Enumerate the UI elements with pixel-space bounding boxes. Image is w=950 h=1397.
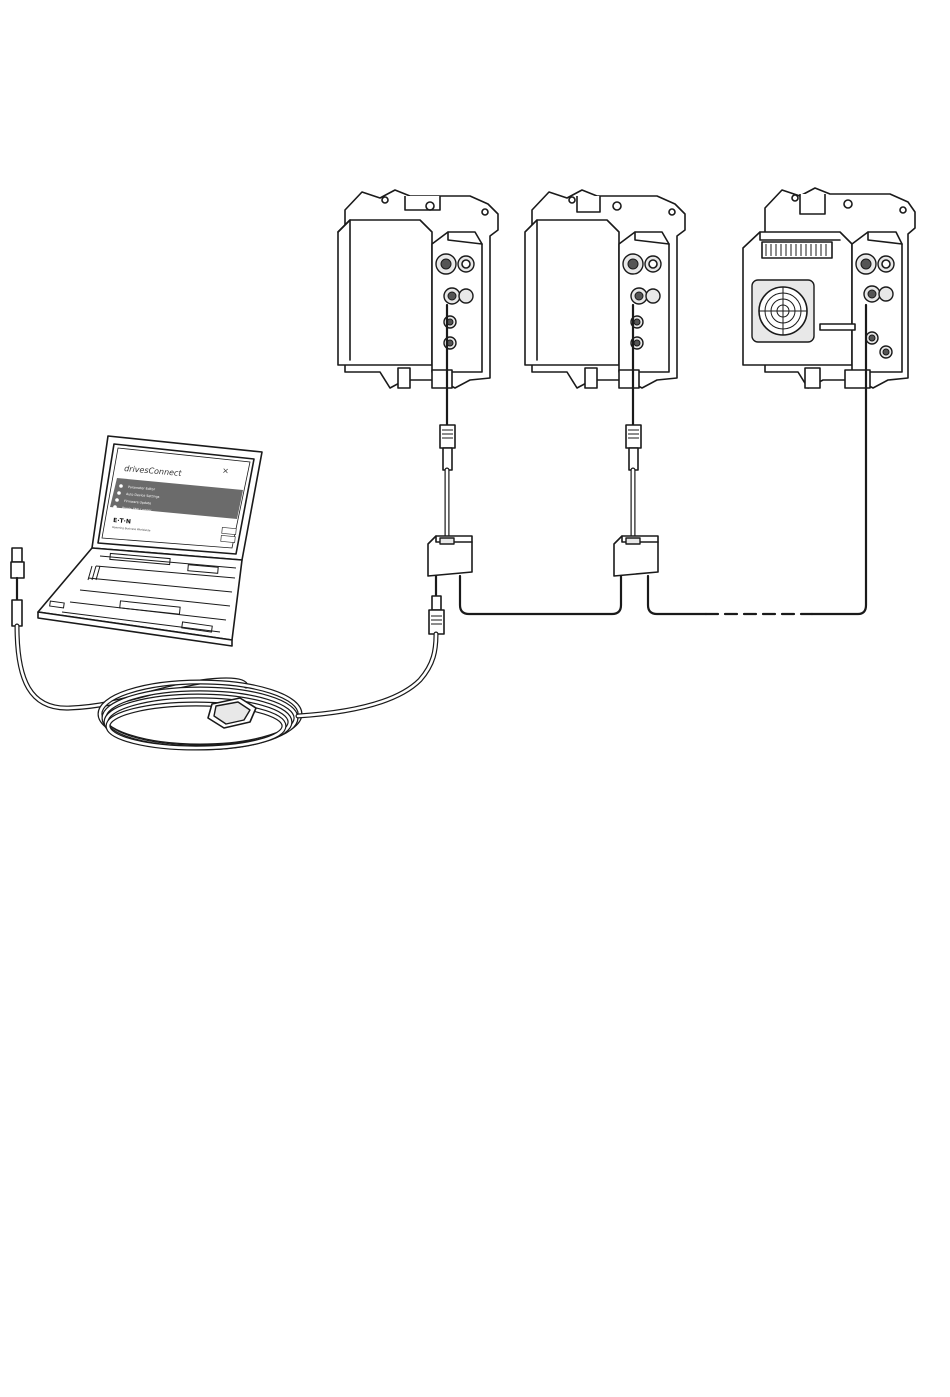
menu-icon bbox=[113, 505, 117, 509]
menu-icon bbox=[117, 491, 121, 495]
vent-grille bbox=[762, 242, 832, 258]
cable-coil bbox=[100, 682, 300, 748]
t-adapter-1 bbox=[428, 536, 472, 576]
dialog-button[interactable] bbox=[221, 535, 235, 542]
menu-icon bbox=[115, 498, 119, 502]
fan-icon bbox=[752, 280, 814, 342]
close-icon[interactable]: × bbox=[222, 466, 229, 476]
drive-unit-3 bbox=[743, 188, 915, 388]
laptop: drivesConnect × Parameter Editor Auto De… bbox=[38, 436, 262, 646]
t-adapter-2 bbox=[614, 536, 658, 576]
rj45-plug bbox=[429, 596, 444, 634]
dialog-button[interactable] bbox=[222, 527, 236, 534]
menu-icon bbox=[119, 484, 123, 488]
drive-unit-2 bbox=[525, 190, 685, 388]
drive-unit-1 bbox=[338, 190, 498, 388]
screen-content: drivesConnect × Parameter Editor Auto De… bbox=[102, 448, 250, 548]
